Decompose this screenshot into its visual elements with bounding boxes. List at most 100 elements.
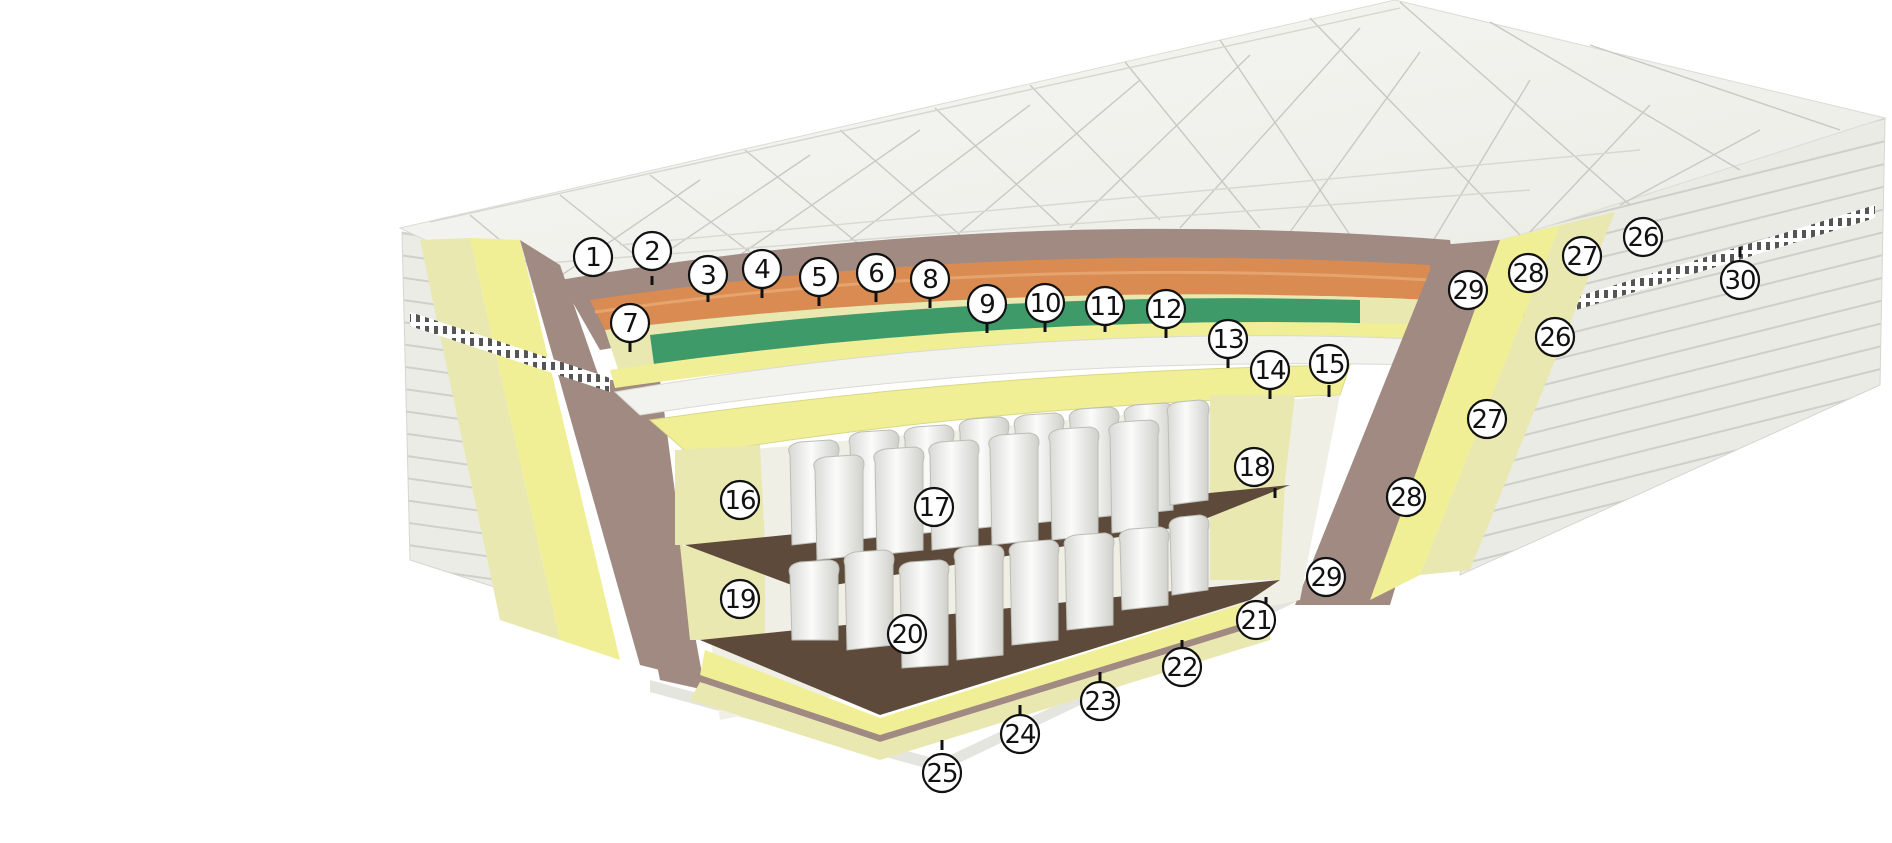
callout-number: 18 (1238, 453, 1269, 483)
callout-number: 10 (1029, 289, 1060, 319)
callout-circle (1719, 259, 1761, 301)
callout-12: 12 (1145, 288, 1187, 330)
callout-number: 29 (1310, 563, 1341, 593)
callout-number: 16 (724, 486, 755, 516)
callout-number: 26 (1539, 323, 1570, 353)
callout-11: 11 (1084, 285, 1126, 327)
callout-circle (1385, 476, 1427, 518)
callout-circle (1079, 680, 1121, 722)
callout-number: 14 (1254, 356, 1286, 386)
callout-number: 17 (918, 493, 949, 523)
callout-number: 28 (1512, 259, 1543, 289)
callout-22: 22 (1161, 646, 1203, 688)
callout-1: 1 (572, 236, 614, 278)
callout-number: 8 (922, 265, 938, 295)
callout-4: 4 (741, 248, 783, 290)
callout-16: 16 (719, 479, 761, 521)
callout-6: 6 (855, 252, 897, 294)
callout-circle (921, 752, 963, 794)
callout-number: 2 (644, 237, 660, 267)
callout-circle (1447, 269, 1489, 311)
callout-number: 9 (979, 290, 995, 320)
callout-29: 29 (1447, 269, 1489, 311)
callout-25: 25 (921, 752, 963, 794)
callout-number: 27 (1471, 405, 1502, 435)
callout-14: 14 (1249, 349, 1291, 391)
callout-circle (1024, 282, 1066, 324)
callout-number: 23 (1084, 687, 1115, 717)
pocket-springs-lower (788, 514, 1210, 669)
callout-24: 24 (999, 713, 1041, 755)
callout-circle (999, 713, 1041, 755)
callout-circle (572, 236, 614, 278)
callout-17: 17 (913, 486, 955, 528)
callout-7: 7 (609, 302, 651, 344)
callout-circle (966, 283, 1008, 325)
callout-29: 29 (1305, 556, 1347, 598)
callout-3: 3 (687, 254, 729, 296)
callout-number: 27 (1566, 242, 1597, 272)
callout-number: 1 (585, 243, 601, 273)
callout-15: 15 (1308, 343, 1350, 385)
callout-circle (1561, 235, 1603, 277)
callout-circle (1534, 316, 1576, 358)
callout-number: 26 (1627, 223, 1658, 253)
callout-circle (1308, 343, 1350, 385)
callout-circle (913, 486, 955, 528)
callout-number: 19 (724, 585, 755, 615)
callout-circle (1466, 398, 1508, 440)
right-mauve-band (1295, 240, 1500, 605)
callout-circle (909, 258, 951, 300)
foam-block-left-upper (675, 445, 765, 545)
left-mauve-band-2 (600, 380, 705, 690)
callout-28: 28 (1385, 476, 1427, 518)
callout-leaders (628, 247, 1742, 750)
callout-circle (1305, 556, 1347, 598)
callout-number: 20 (891, 620, 922, 650)
callout-28: 28 (1507, 252, 1549, 294)
callout-number: 25 (926, 759, 957, 789)
callout-number: 7 (622, 309, 638, 339)
callout-number: 6 (868, 259, 884, 289)
callout-number: 11 (1089, 292, 1120, 322)
callout-circle (719, 578, 761, 620)
callout-number: 13 (1212, 325, 1243, 355)
callout-number: 5 (811, 263, 827, 293)
callout-18: 18 (1233, 446, 1275, 488)
spring-top-yellow (648, 364, 1351, 456)
callout-circle (886, 613, 928, 655)
callout-19: 19 (719, 578, 761, 620)
bottom-yellow-layer (700, 600, 1270, 735)
callout-number: 29 (1452, 276, 1483, 306)
callout-circle (1507, 252, 1549, 294)
right-cream-band (1420, 212, 1615, 575)
callout-21: 21 (1235, 599, 1277, 641)
callout-number: 3 (700, 261, 716, 291)
callout-number: 22 (1166, 653, 1197, 683)
callout-number: 24 (1004, 720, 1036, 750)
callout-circle (1622, 216, 1664, 258)
callout-circle (1207, 318, 1249, 360)
callout-9: 9 (966, 283, 1008, 325)
callout-30: 30 (1719, 259, 1761, 301)
callout-circle (741, 248, 783, 290)
callout-circle (1235, 599, 1277, 641)
callout-circle (631, 230, 673, 272)
callout-26: 26 (1622, 216, 1664, 258)
callout-10: 10 (1024, 282, 1066, 324)
callout-circle (1233, 446, 1275, 488)
callout-circle (1084, 285, 1126, 327)
callout-13: 13 (1207, 318, 1249, 360)
callout-number: 28 (1390, 483, 1421, 513)
callout-circle (1161, 646, 1203, 688)
callout-circle (719, 479, 761, 521)
left-yellow-band (470, 238, 620, 660)
callout-circle (609, 302, 651, 344)
quilt-lines (429, 1, 1841, 291)
callout-27: 27 (1466, 398, 1508, 440)
left-vent-band (410, 312, 610, 392)
callout-circle (798, 256, 840, 298)
callout-circle (1249, 349, 1291, 391)
